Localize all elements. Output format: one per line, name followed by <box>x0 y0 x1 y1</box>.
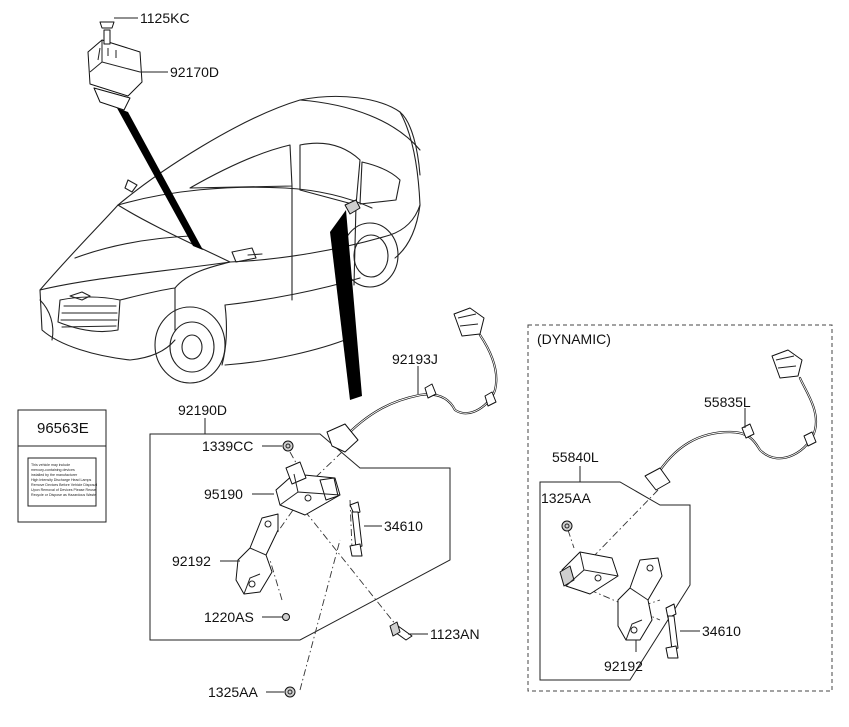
assembly-box-55840l <box>539 481 691 681</box>
label-96563e: 96563E <box>37 420 89 437</box>
label-dynamic: (DYNAMIC) <box>537 331 611 347</box>
label-1125kc: 1125KC <box>140 10 190 26</box>
label-95190: 95190 <box>204 486 243 502</box>
label-dyn-34610: 34610 <box>702 623 741 639</box>
dyn-link-34610 <box>665 603 679 659</box>
dyn-sensor <box>559 551 619 595</box>
pointer-rear-sensor <box>330 210 362 400</box>
caution-label-96563e: This vehicle may include mercury-contain… <box>17 409 107 523</box>
label-dyn-92192: 92192 <box>604 658 643 674</box>
caution-line-5: Remove Devices Before Vehicle Disposal <box>31 483 97 487</box>
link-34610 <box>349 501 363 557</box>
label-dyn-1325aa: 1325AA <box>541 490 591 506</box>
label-92192: 92192 <box>172 553 211 569</box>
nut-1339cc <box>282 440 294 452</box>
bolt-1220as <box>282 613 290 621</box>
module-92170d <box>87 21 143 111</box>
caution-line-3: installed by the manufacturer <box>31 473 78 477</box>
sensor-95190 <box>275 461 341 516</box>
label-1339cc: 1339CC <box>202 438 253 454</box>
label-1325aa: 1325AA <box>208 684 258 700</box>
caution-line-7: Recycle or Dispose as Hazardous Waste <box>31 493 96 497</box>
label-55835l: 55835L <box>704 394 751 410</box>
dyn-bracket-92192 <box>617 557 663 641</box>
car-illustration <box>39 95 421 384</box>
label-1123an: 1123AN <box>430 626 480 642</box>
pointer-module <box>117 108 203 250</box>
label-92170d: 92170D <box>170 64 219 80</box>
nut-1325aa <box>284 686 296 698</box>
dyn-nut-1325aa <box>561 520 573 532</box>
assembly-box-92190d <box>149 433 451 641</box>
label-34610: 34610 <box>384 518 423 534</box>
bracket-92192 <box>235 513 279 595</box>
label-55840l: 55840L <box>552 449 599 465</box>
label-1220as: 1220AS <box>204 609 254 625</box>
bolt-1123an <box>389 621 413 641</box>
caution-line-1: This vehicle may include <box>31 463 70 467</box>
caution-line-2: mercury-containing devices <box>31 468 75 472</box>
caution-line-6: Upon Removal of Devices Please Reuse <box>31 488 96 492</box>
dynamic-section <box>527 324 833 692</box>
label-92190d: 92190D <box>178 402 227 418</box>
caution-line-4: High Intensity Discharge Head Lamps <box>31 478 92 482</box>
label-92193j: 92193J <box>392 351 438 367</box>
wire-harness-55835l <box>644 349 818 491</box>
wire-harness-92193j <box>326 307 498 453</box>
